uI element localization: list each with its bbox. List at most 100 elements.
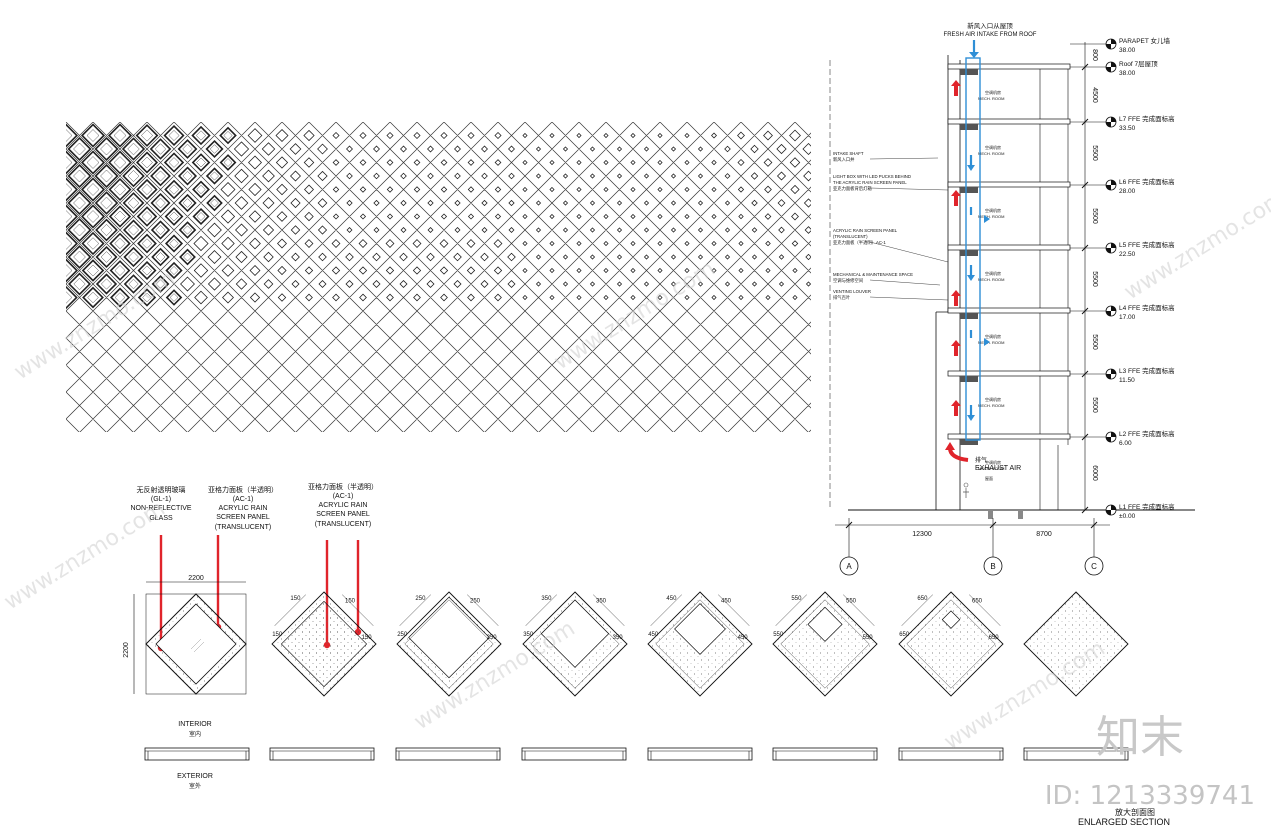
inset-dim: 350: [523, 632, 534, 638]
inset-dim: 250: [487, 635, 498, 641]
facade-panel: [206, 194, 223, 212]
facade-panel-inner: [86, 237, 100, 250]
facade-panel: [643, 254, 650, 260]
facade-panel: [576, 213, 582, 220]
facade-panel: [453, 252, 462, 262]
facade-panel-inner: [100, 142, 113, 156]
figure: [963, 488, 969, 498]
facade-panel: [724, 227, 731, 233]
facade-panel: [413, 293, 421, 302]
callout-en: MECHANICAL & MAINTENANCE SPACE: [833, 272, 913, 277]
facade-panel: [163, 152, 185, 173]
level-dim: 5500: [1091, 397, 1098, 413]
facade-panel: [562, 281, 569, 287]
facade-panel: [150, 220, 171, 240]
facade-panel: [95, 245, 118, 269]
supply-arrowhead: [984, 215, 990, 223]
plan-section: [772, 747, 878, 761]
facade-panel: [562, 254, 569, 260]
facade-panel: [466, 266, 476, 275]
facade-panel: [276, 211, 288, 222]
facade-panel-inner: [73, 196, 86, 210]
facade-panel: [697, 146, 704, 152]
facade-panel: [576, 267, 582, 274]
facade-panel-inner: [183, 252, 192, 262]
facade-panel: [792, 267, 798, 274]
level-dim-tick: [1081, 433, 1089, 441]
facade-panel: [400, 172, 407, 180]
facade-panel: [670, 200, 677, 206]
facade-panel-inner: [154, 143, 167, 155]
facade-panel: [400, 145, 407, 153]
callout-en: VENTING LOUVER: [833, 289, 871, 294]
facade-panel: [373, 145, 380, 153]
svg-text:(TRANSLUCENT): (TRANSLUCENT): [215, 524, 271, 531]
facade-panel: [332, 186, 340, 193]
facade-panel: [151, 275, 170, 293]
facade-panel: [290, 225, 301, 235]
facade-panel: [123, 274, 144, 294]
facade-panel: [535, 227, 542, 233]
facade-panel: [149, 138, 172, 160]
facade-panel: [805, 253, 811, 261]
exhaust-cn: 排气: [975, 456, 987, 464]
facade-panel: [108, 150, 132, 175]
facade-panel: [589, 227, 596, 233]
facade-panel: [440, 186, 448, 193]
facade-panel: [108, 177, 132, 202]
exhaust-arrow: [954, 405, 958, 416]
facade-panel: [82, 286, 104, 309]
facade-panel: [750, 172, 759, 180]
facade-panel: [164, 179, 184, 200]
facade-panel: [121, 137, 146, 161]
facade-panel: [454, 227, 461, 233]
footing: [1018, 510, 1023, 519]
level-value: 38.00: [1119, 47, 1136, 54]
plan-section: [269, 747, 375, 761]
facade-panel: [207, 277, 222, 291]
beam: [960, 313, 978, 319]
facade-panel: [247, 128, 263, 143]
facade-panel: [616, 281, 623, 287]
facade-panel-inner: [209, 171, 220, 181]
facade-panel: [751, 227, 758, 233]
facade-panel-inner: [195, 130, 207, 141]
facade-panel: [657, 186, 663, 193]
facade-panel: [549, 267, 555, 274]
inset-dim: 250: [397, 632, 408, 638]
exhaust-arrowhead: [951, 190, 961, 196]
facade-panel: [358, 239, 368, 248]
facade-panel: [222, 291, 234, 304]
facade-panel: [522, 213, 528, 220]
facade-panel: [332, 159, 340, 166]
facade-panel: [80, 177, 106, 202]
facade-panel: [603, 294, 609, 301]
facade-panel: [616, 200, 623, 206]
facade-panel: [630, 132, 636, 139]
level-dim: 5500: [1091, 145, 1098, 161]
level-dim: 6000: [1091, 465, 1098, 481]
callout-cn: 亚克力面板（半透明）AC-1: [833, 239, 886, 246]
facade-panel: [549, 132, 555, 139]
facade-panel-inner: [100, 224, 113, 236]
facade-panel-inner: [100, 169, 113, 183]
facade-panel: [803, 198, 811, 208]
facade-panel: [94, 191, 119, 215]
facade-panel: [467, 159, 475, 166]
facade-panel: [233, 141, 250, 157]
legend-acrylic-a: 亚格力面板（半透明） (AC-1) ACRYLIC RAIN SCREEN PA…: [208, 485, 278, 531]
facade-panel: [221, 236, 235, 251]
facade-panel-inner: [66, 291, 73, 304]
watermark-id: ID: 1213339741: [1045, 781, 1255, 811]
facade-panel: [507, 252, 516, 262]
facade-panel: [193, 235, 209, 252]
level-value: 17.00: [1119, 314, 1136, 321]
facade-panel: [562, 173, 569, 179]
facade-panel: [275, 156, 289, 169]
facade-panel: [359, 131, 367, 140]
facade-panel: [426, 252, 435, 262]
facade-diamond-pattern: [66, 122, 811, 432]
